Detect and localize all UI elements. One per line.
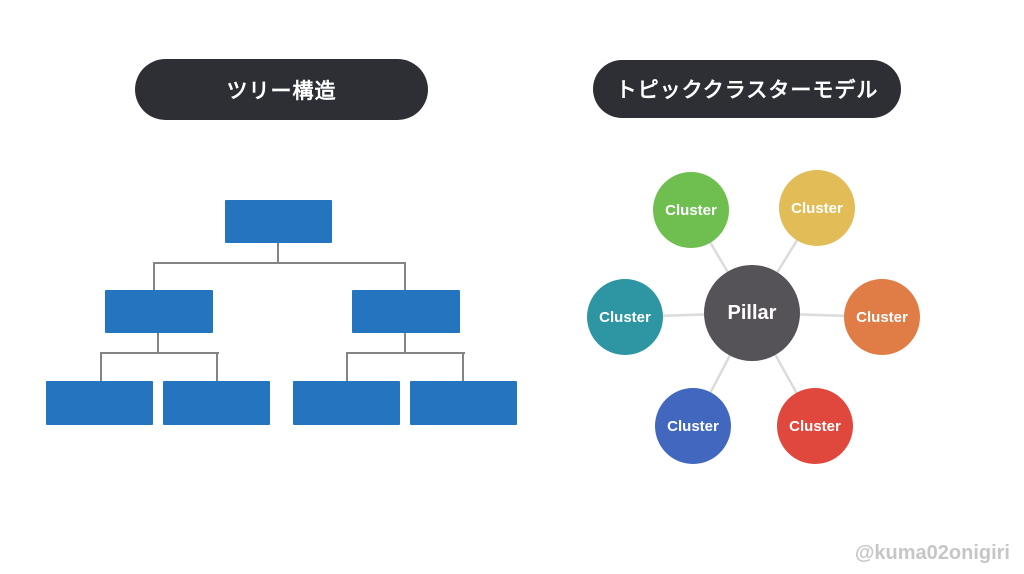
topic-cluster-title-pill: トピッククラスターモデル xyxy=(593,60,901,118)
tree-node-leaf xyxy=(46,381,153,425)
tree-node-branch-right xyxy=(352,290,460,333)
tree-connector xyxy=(153,262,155,290)
watermark: @kuma02onigiri xyxy=(854,542,1010,564)
cluster-circle-right: Cluster xyxy=(844,279,920,355)
cluster-circle-bottom-left: Cluster xyxy=(655,388,731,464)
tree-node-leaf xyxy=(163,381,270,425)
tree-connector xyxy=(404,333,406,354)
tree-connector xyxy=(346,352,348,381)
pillar-circle: Pillar xyxy=(704,265,800,361)
tree-node-leaf xyxy=(410,381,517,425)
tree-connector xyxy=(157,333,159,354)
tree-connector xyxy=(216,352,218,381)
tree-connector xyxy=(404,262,406,290)
tree-node-branch-left xyxy=(105,290,213,333)
cluster-circle-top-left: Cluster xyxy=(653,172,729,248)
tree-connector xyxy=(277,243,279,263)
tree-structure-title-pill: ツリー構造 xyxy=(135,59,428,120)
tree-node-leaf xyxy=(293,381,400,425)
tree-connector xyxy=(462,352,464,381)
tree-connector xyxy=(100,352,219,354)
tree-connector xyxy=(346,352,465,354)
cluster-circle-bottom-right: Cluster xyxy=(777,388,853,464)
cluster-circle-top-right: Cluster xyxy=(779,170,855,246)
tree-connector xyxy=(100,352,102,381)
tree-node-root xyxy=(225,200,332,243)
tree-connector xyxy=(153,262,406,264)
cluster-circle-left: Cluster xyxy=(587,279,663,355)
